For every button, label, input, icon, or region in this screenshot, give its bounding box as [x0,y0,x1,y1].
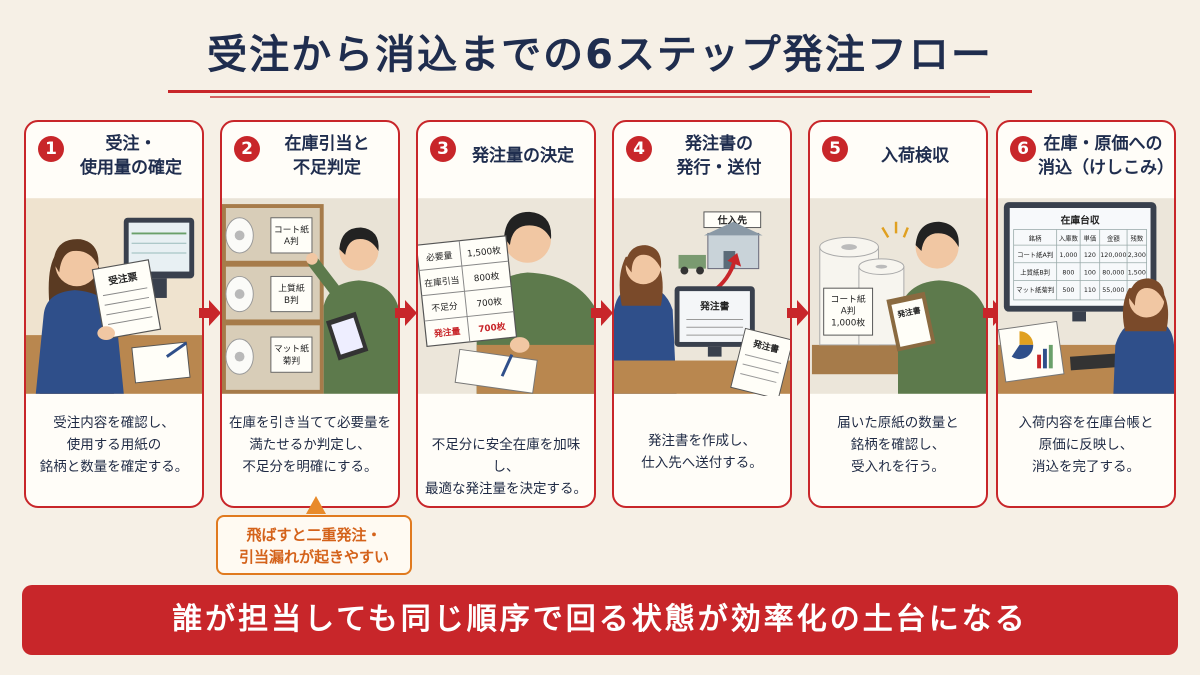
step-description: 発注書を作成し、 仕入先へ送付する。 [641,433,763,471]
ledger-cell: 上質紙B判 [1020,267,1050,276]
page-title: 受注から消込までの6ステップ発注フロー [207,32,993,78]
ledger-cell: 100 [1084,269,1096,276]
ledger-cell: マット紙菊判 [1016,285,1054,294]
ledger-cell: 55,000 [1102,287,1124,294]
step-card-3: 3 発注量の決定 必要量 1,500枚 在庫引当 800枚 不足分 700枚 発… [416,120,596,508]
ledger-cell: 2,300 [1128,252,1146,259]
ledger-cell: 120,000 [1100,252,1126,259]
step-number-badge: 2 [234,136,260,162]
flow-arrow-icon [787,300,809,326]
step-title: 入荷検収 [881,146,949,166]
step-header: 2 在庫引当と 不足判定 [222,122,398,194]
step-title: 在庫・原価への 消込（けしこみ） [1038,134,1174,178]
ledger-cell: コート紙A判 [1017,250,1053,259]
step-description: 入荷内容を在庫台帳と 原価に反映し、 消込を完了する。 [1018,415,1154,475]
ledger-header: 入庫数 [1059,233,1079,242]
step-number-badge: 5 [822,136,848,162]
ledger-reconcile-illustration: 在庫台収 銘柄 入庫数 単価 金額 残数 コート紙A判 1,000 120 12… [998,198,1174,394]
ledger-header: 残数 [1130,233,1143,242]
step-header: 6 在庫・原価への 消込（けしこみ） [998,122,1174,194]
step-title: 受注・ 使用量の確定 [80,134,182,178]
ledger-cell: 500 [1062,287,1074,294]
step-number-badge: 6 [1010,136,1036,162]
step-description: 届いた原紙の数量と 銘柄を確認し、 受入れを行う。 [837,415,959,475]
step-card-4: 4 発注書の 発行・送付 仕入先 発注書 発注書 発注書を作成し、 [612,120,792,508]
ledger-header: 金額 [1107,233,1120,242]
calc-label: 必要量 [425,249,453,264]
step-title: 発注書の 発行・送付 [676,134,762,178]
flow-arrow-icon [983,300,1005,326]
calc-label: 不足分 [431,301,459,315]
step-title: 在庫引当と 不足判定 [284,134,370,178]
ledger-header: 銘柄 [1029,233,1042,242]
supplier-label: 仕入先 [717,214,748,227]
step-description: 在庫を引き当てて必要量を 満たせるか判定し、 不足分を明確にする。 [229,415,391,475]
order-quantity-illustration: 必要量 1,500枚 在庫引当 800枚 不足分 700枚 発注量 700枚 [418,198,594,394]
warning-callout: 飛ばすと二重発注・ 引当漏れが起きやすい [216,515,412,575]
title-underline [168,90,1032,93]
ledger-cell: 110 [1084,287,1096,294]
order-confirm-illustration: 受注票 [26,198,202,394]
calc-value: 1,500枚 [466,244,501,260]
step-title: 発注量の決定 [472,146,574,166]
step-number-badge: 1 [38,136,64,162]
ledger-cell: 1,000 [1059,252,1077,259]
step-number-badge: 4 [626,136,652,162]
callout-pointer [306,496,326,514]
ledger-cell: 800 [1062,269,1074,276]
purchase-order-illustration: 仕入先 発注書 発注書 [614,198,790,396]
summary-banner: 誰が担当しても同じ順序で回る状態が効率化の土台になる [22,585,1178,655]
calc-label: 在庫引当 [424,274,460,290]
step-header: 1 受注・ 使用量の確定 [26,122,202,194]
title-underline-2 [210,96,990,98]
ledger-cell: 1,500 [1128,269,1146,276]
calc-value: 700枚 [478,320,506,335]
flow-arrow-icon [395,300,417,326]
calc-label: 発注量 [432,325,461,340]
step-number-badge: 3 [430,136,456,162]
monitor-order-label: 発注書 [699,300,730,313]
step-description: 不足分に安全在庫を加味し、 最適な発注量を決定する。 [425,437,587,497]
flow-arrow-icon [591,300,613,326]
ledger-cell: 120 [1084,252,1096,259]
ledger-cell: 80,000 [1102,269,1124,276]
shelf-label-3: マット紙菊判 [274,343,309,367]
step-header: 4 発注書の 発行・送付 [614,122,790,194]
ledger-header: 単価 [1084,233,1097,242]
step-card-6: 6 在庫・原価への 消込（けしこみ） 在庫台収 銘柄 入庫数 単価 金額 残数 … [996,120,1176,508]
step-header: 3 発注量の決定 [418,122,594,194]
callout-text: 飛ばすと二重発注・ 引当漏れが起きやすい [238,526,389,566]
step-card-1: 1 受注・ 使用量の確定 受注票 受注内容を確認し、 使用する用紙の 銘柄と数量… [24,120,204,508]
summary-banner-text: 誰が担当しても同じ順序で回る状態が効率化の土台になる [172,602,1028,637]
ledger-title: 在庫台収 [1061,214,1100,227]
calc-value: 800枚 [473,270,500,285]
step-description: 受注内容を確認し、 使用する用紙の 銘柄と数量を確定する。 [39,415,189,475]
flow-arrow-icon [199,300,221,326]
step-header: 5 入荷検収 [810,122,986,194]
calc-value: 700枚 [476,295,503,310]
